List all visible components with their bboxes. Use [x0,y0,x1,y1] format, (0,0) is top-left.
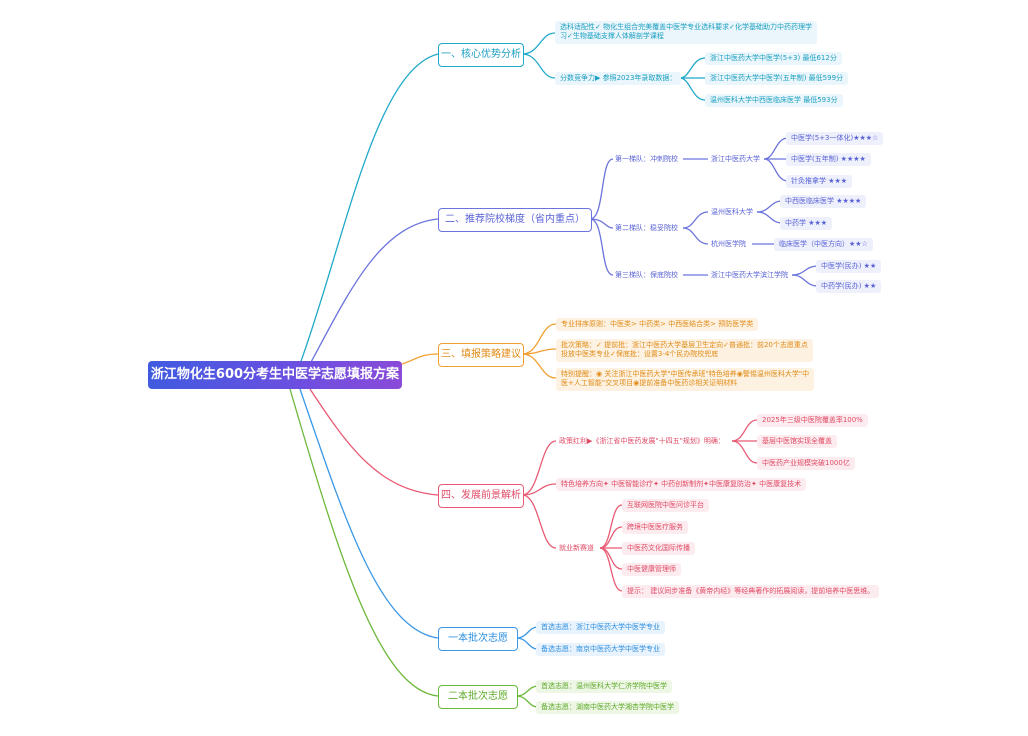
leaf-subject-fit-line1: 选科适配性✓ 物化生组合完美覆盖中医学专业选科要求✓化学基础助力中药药理学 [560,23,812,31]
strategy-special-reminder-line2: 医+人工智能"交叉项目◉提前准备中医药诊相关证明材料 [561,379,738,388]
branch-strategy[interactable]: 三、填报策略建议 [438,343,524,367]
job-item-1[interactable]: 互联网医院中医问诊平台 [622,499,709,513]
leaf-subject-fit[interactable]: 选科适配性✓ 物化生组合完美覆盖中医学专业选科要求✓化学基础助力中药药理学 习✓… [555,21,817,44]
tier-2-school-1-major-1[interactable]: 中西医临床医学 ★★★★ [780,195,867,209]
strategy-special-reminder-line1: 特别提醒：◉ 关注浙江中医药大学"中医传承班"特色培养◉警惕温州医科大学"中 [561,370,810,378]
leaf-score-data-3[interactable]: 温州医科大学中西医临床医学 最低593分 [705,94,843,108]
job-item-2[interactable]: 跨境中医医疗服务 [622,521,688,535]
job-tip[interactable]: 提示： 建议同步准备《黄帝内经》等经典著作的拓展阅读，提前培养中医思维。 [622,585,880,599]
tier-two-first-choice[interactable]: 首选志愿：温州医科大学仁济学院中医学 [536,680,672,694]
branch-tier-two-choices[interactable]: 二本批次志愿 [438,685,518,709]
strategy-special-reminder[interactable]: 特别提醒：◉ 关注浙江中医药大学"中医传承班"特色培养◉警惕温州医科大学"中 医… [556,368,815,391]
job-item-4[interactable]: 中医健康管理师 [622,563,681,577]
prospect-feature-directions[interactable]: 特色培养方向✦ 中医智能诊疗✦ 中药创新制剂✦中医康复防治✦ 中医康复技术 [556,478,807,492]
leaf-subject-fit-line2: 习✓生物基础支撑人体解剖学课程 [560,32,664,41]
strategy-order-principle[interactable]: 专业排序原则：中医类> 中药类> 中西医结合类> 预防医学类 [556,318,759,332]
tier-1-label[interactable]: 第一梯队：冲刺院校 [615,155,678,163]
leaf-score-data-2[interactable]: 浙江中医药大学中医学(五年制) 最低599分 [705,72,849,86]
tier-1-major-2[interactable]: 中医学(五年制) ★★★★ [786,153,871,167]
tier-2-school-1-major-2[interactable]: 中药学 ★★★ [780,217,833,231]
tier-one-backup-choice[interactable]: 备选志愿：南京中医药大学中医学专业 [536,643,665,657]
branch-prospects[interactable]: 四、发展前景解析 [438,484,524,508]
policy-item-2[interactable]: 基层中医馆实现全覆盖 [757,435,837,449]
job-item-3[interactable]: 中医药文化国际传播 [622,542,695,556]
prospect-new-jobs[interactable]: 就业新赛道 [559,544,594,552]
tier-2-label[interactable]: 第二梯队：稳妥院校 [615,224,678,232]
strategy-batch-plan-line1: 批次策略：✓ 提前批：浙江中医药大学基层卫生定向✓普通批：前20个志愿重点 [561,341,808,349]
prospect-policy[interactable]: 政策红利▶《浙江省中医药发展"十四五"规划》明确： [559,437,725,445]
strategy-batch-plan-line2: 投放中医类专业✓保底批：设置3-4个民办院校兜底 [561,350,719,359]
leaf-score-data-1[interactable]: 浙江中医药大学中医学(5+3) 最低612分 [705,52,842,66]
tier-3-major-2[interactable]: 中药学(民办) ★★ [816,280,882,294]
tier-2-school-2[interactable]: 杭州医学院 [711,240,746,248]
tier-two-backup-choice[interactable]: 备选志愿：湖南中医药大学湘杏学院中医学 [536,701,679,715]
tier-1-major-3[interactable]: 针灸推拿学 ★★★ [786,175,853,189]
tier-3-school[interactable]: 浙江中医药大学滨江学院 [711,271,788,279]
branch-tier-one-choices[interactable]: 一本批次志愿 [438,627,518,651]
tier-one-first-choice[interactable]: 首选志愿：浙江中医药大学中医学专业 [536,621,665,635]
tier-2-school-1[interactable]: 温州医科大学 [711,208,753,216]
tier-3-major-1[interactable]: 中医学(民办) ★★ [816,260,882,274]
tier-1-major-1[interactable]: 中医学(5+3一体化)★★★☆ [786,132,884,146]
strategy-batch-plan[interactable]: 批次策略：✓ 提前批：浙江中医药大学基层卫生定向✓普通批：前20个志愿重点 投放… [556,339,813,362]
tier-2-school-2-major-1[interactable]: 临床医学（中医方向）★★☆ [774,238,873,252]
tier-1-school[interactable]: 浙江中医药大学 [711,155,760,163]
leaf-score-competitiveness[interactable]: 分数竞争力▶ 参照2023年录取数据： [555,72,682,86]
tier-3-label[interactable]: 第三梯队：保底院校 [615,271,678,279]
branch-school-tiers[interactable]: 二、推荐院校梯度（省内重点） [438,208,592,232]
policy-item-3[interactable]: 中医药产业规模突破1000亿 [757,457,855,471]
root-topic[interactable]: 浙江物化生600分考生中医学志愿填报方案 [148,361,402,389]
branch-core-advantages[interactable]: 一、核心优势分析 [438,43,524,67]
policy-item-1[interactable]: 2025年三级中医院覆盖率100% [757,414,868,428]
